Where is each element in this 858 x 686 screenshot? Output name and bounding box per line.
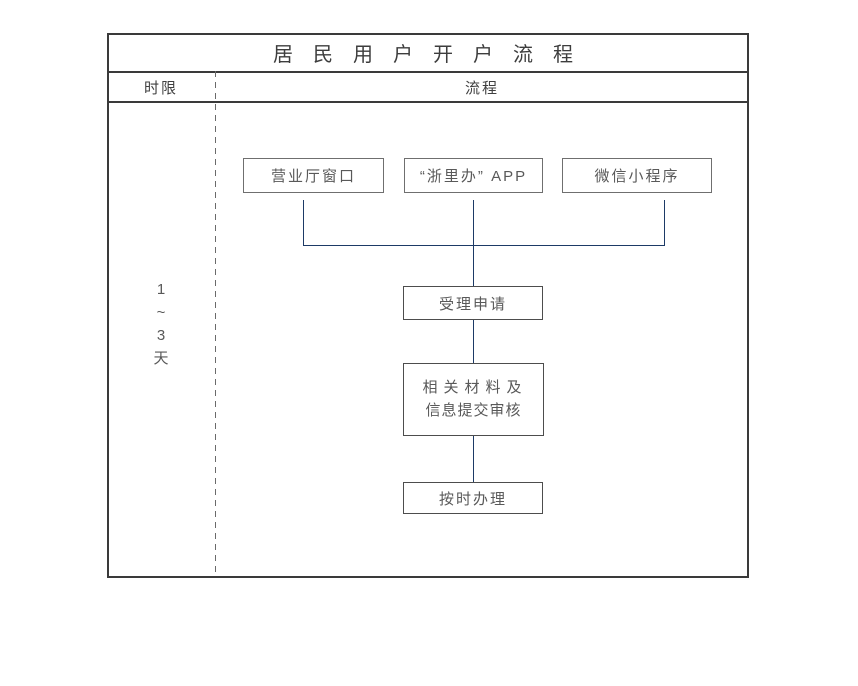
flow-node-zheliban-app: “浙里办” APP (404, 158, 543, 193)
page-title: 居民用户开户流程 (273, 43, 593, 66)
column-divider-dashed-line (215, 71, 216, 576)
connector-line-merge-horizontal (302, 244, 665, 246)
title-row: 居民用户开户流程 (107, 33, 749, 73)
flow-node-service-hall-window: 营业厅窗口 (243, 158, 384, 193)
time-limit-char: 3 (156, 327, 166, 344)
flow-node-process-on-time: 按时办理 (403, 482, 543, 514)
time-limit-char: 1 (156, 281, 166, 298)
time-limit-char: 天 (153, 350, 169, 367)
column-header-time-limit: 时限 (143, 79, 178, 97)
materials-review-line1: 相关材料及 (422, 379, 528, 396)
connector-line-accept-to-materials (472, 320, 474, 363)
connector-line-materials-to-process (472, 436, 474, 482)
time-limit-char: ~ (156, 304, 166, 321)
connector-line-channel-center (472, 200, 474, 286)
flow-node-accept-application: 受理申请 (403, 286, 543, 320)
flow-node-materials-review: 相关材料及 信息提交审核 (403, 363, 544, 436)
connector-line-channel-right (663, 200, 665, 245)
materials-review-line2: 信息提交审核 (425, 402, 522, 419)
table-frame (107, 33, 749, 578)
time-limit-value: 1 ~ 3 天 (137, 278, 185, 370)
column-header-process: 流程 (464, 79, 499, 97)
flow-node-wechat-mini-program: 微信小程序 (562, 158, 712, 193)
connector-line-channel-left (302, 200, 304, 245)
header-row: 时限 流程 (107, 73, 749, 103)
